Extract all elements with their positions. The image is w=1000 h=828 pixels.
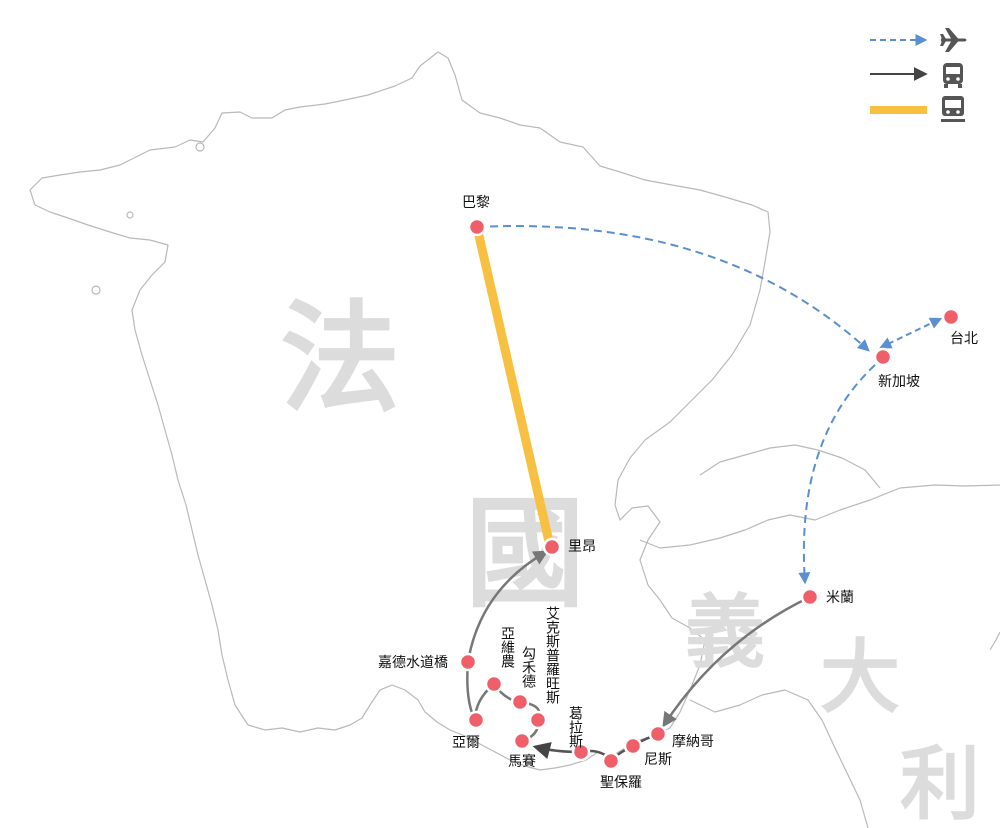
corsica-hint bbox=[989, 631, 1000, 651]
city-label: 艾克斯普羅旺斯 bbox=[544, 606, 560, 705]
city-paris[interactable]: 巴黎 bbox=[462, 195, 490, 237]
city-label: 葛拉斯 bbox=[567, 706, 583, 749]
city-label: 摩納哥 bbox=[672, 733, 714, 750]
country-label-italy-1: 義 bbox=[685, 586, 765, 679]
city-singapore[interactable]: 新加坡 bbox=[873, 347, 920, 390]
country-label-italy-3: 利 bbox=[900, 738, 980, 828]
airplane-icon bbox=[940, 28, 967, 52]
bus-route-milan-monaco bbox=[662, 595, 811, 728]
bus-icon bbox=[943, 63, 963, 88]
city-label: 勾禾德 bbox=[520, 646, 536, 688]
city-marker bbox=[466, 710, 486, 730]
city-marker bbox=[510, 692, 530, 712]
italy-coast bbox=[689, 689, 869, 828]
country-labels: 法 國 義 大 利 bbox=[280, 290, 980, 828]
city-arles[interactable]: 亞爾 bbox=[452, 710, 486, 751]
city-marker bbox=[601, 751, 621, 771]
city-label: 巴黎 bbox=[462, 195, 490, 211]
city-nice[interactable]: 尼斯 bbox=[623, 736, 672, 768]
city-label: 新加坡 bbox=[878, 374, 920, 390]
legend bbox=[870, 28, 967, 122]
city-avignon[interactable]: 亞維農 bbox=[484, 626, 515, 694]
city-milan[interactable]: 米蘭 bbox=[800, 587, 854, 607]
flight-route-paris-singapore bbox=[476, 225, 870, 352]
city-aix-en-provence[interactable]: 艾克斯普羅旺斯 bbox=[528, 606, 560, 730]
city-saint-paul[interactable]: 聖保羅 bbox=[600, 751, 642, 791]
city-label: 亞爾 bbox=[452, 735, 480, 751]
city-label: 台北 bbox=[950, 331, 978, 347]
city-marker bbox=[800, 587, 820, 607]
country-label-italy-2: 大 bbox=[820, 631, 900, 724]
legend-bus bbox=[870, 63, 963, 88]
city-marker bbox=[648, 724, 668, 744]
city-marker bbox=[542, 537, 562, 557]
city-marker bbox=[467, 217, 487, 237]
city-pont-du-gard[interactable]: 嘉德水道橋 bbox=[378, 652, 478, 672]
city-marker bbox=[458, 652, 478, 672]
city-label: 亞維農 bbox=[499, 626, 515, 668]
switzerland-border bbox=[699, 444, 881, 489]
city-label: 嘉德水道橋 bbox=[378, 655, 448, 671]
city-label: 里昂 bbox=[568, 539, 596, 555]
city-label: 米蘭 bbox=[826, 590, 854, 606]
city-marker bbox=[623, 736, 643, 756]
island bbox=[195, 142, 205, 152]
city-marker bbox=[571, 742, 591, 762]
city-taipei[interactable]: 台北 bbox=[941, 307, 978, 347]
country-label-france-1: 法 bbox=[280, 290, 400, 429]
train-route-paris-lyon bbox=[472, 225, 555, 548]
city-marseille[interactable]: 馬賽 bbox=[508, 731, 536, 770]
city-monaco[interactable]: 摩納哥 bbox=[648, 724, 714, 750]
city-grasse[interactable]: 葛拉斯 bbox=[567, 706, 591, 762]
cities: 巴黎 新加坡 台北 米蘭 里昂 摩納哥 尼斯 聖保羅 bbox=[378, 195, 978, 791]
city-gordes[interactable]: 勾禾德 bbox=[510, 646, 536, 712]
flight-route-singapore-taipei bbox=[879, 317, 943, 349]
flight-route-singapore-milan bbox=[798, 364, 876, 585]
legend-flight bbox=[870, 28, 967, 52]
country-label-france-2: 國 bbox=[465, 485, 585, 624]
legend-train bbox=[870, 96, 965, 122]
city-marker bbox=[512, 731, 532, 751]
city-label: 聖保羅 bbox=[600, 775, 642, 791]
train-icon bbox=[941, 96, 965, 122]
city-marker bbox=[528, 710, 548, 730]
island bbox=[91, 285, 101, 295]
city-lyon[interactable]: 里昂 bbox=[542, 537, 596, 557]
italy-border bbox=[639, 484, 1000, 549]
city-marker bbox=[941, 307, 961, 327]
city-label: 馬賽 bbox=[508, 753, 536, 770]
city-marker bbox=[484, 674, 504, 694]
city-label: 尼斯 bbox=[644, 752, 672, 768]
island bbox=[126, 211, 134, 219]
city-marker bbox=[873, 347, 893, 367]
